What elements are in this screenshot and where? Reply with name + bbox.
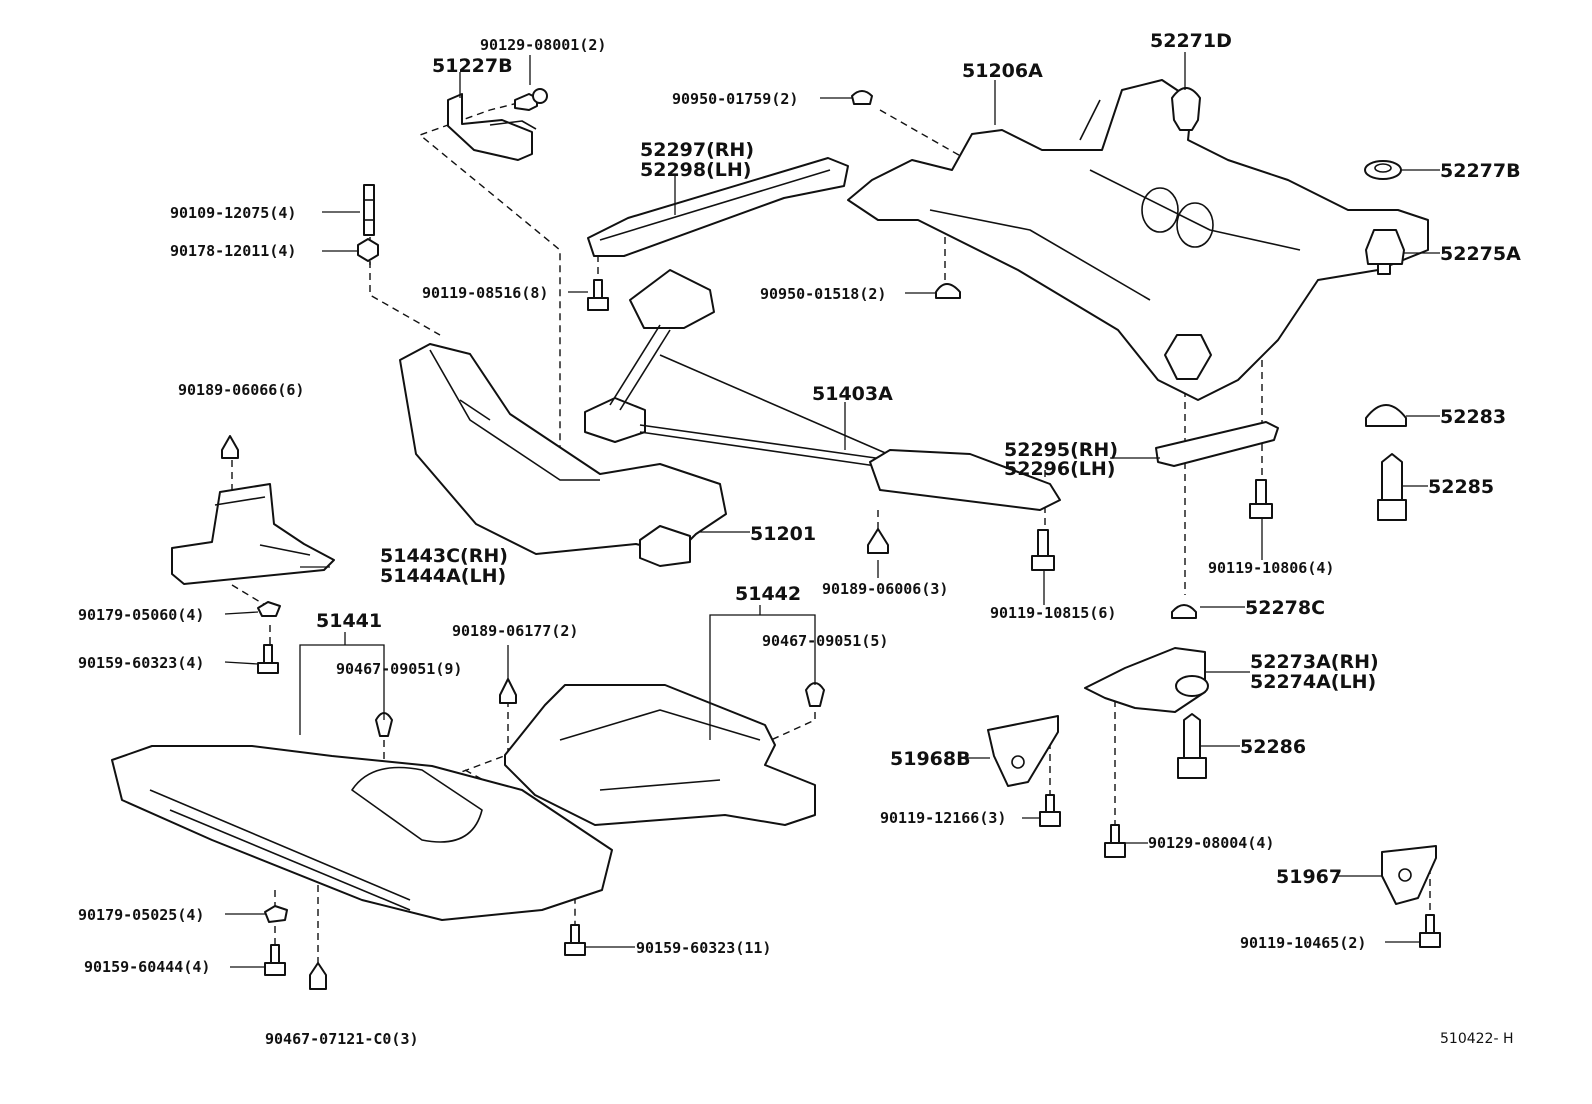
label-90189-06006: 90189-06006(3) xyxy=(822,580,948,598)
clip-90467-09051-b xyxy=(805,682,825,707)
clip-90467-07121 xyxy=(309,962,327,990)
label-90467-07121: 90467-07121-C0(3) xyxy=(265,1030,419,1048)
label-90189-06066: 90189-06066(6) xyxy=(178,381,304,399)
label-52283: 52283 xyxy=(1440,406,1506,428)
cushion-52283 xyxy=(1365,404,1407,427)
label-90119-08516: 90119-08516(8) xyxy=(422,284,548,302)
label-51444A: 51444A(LH) xyxy=(380,565,506,587)
bracket-52273A-52274A xyxy=(1084,647,1209,713)
bolt-52286 xyxy=(1177,713,1207,779)
label-52278C: 52278C xyxy=(1245,597,1325,619)
label-90189-06177: 90189-06177(2) xyxy=(452,622,578,640)
stopper-52271D xyxy=(1171,87,1201,131)
clip-90189-06177 xyxy=(499,678,517,704)
member-51403A xyxy=(584,269,1061,511)
bolt-90129-08001 xyxy=(514,88,548,111)
bolt-90119-10815 xyxy=(1031,529,1055,571)
cap-90950-01759 xyxy=(851,90,873,105)
washer-52278C xyxy=(1171,604,1197,619)
leader-lines xyxy=(224,52,1440,968)
label-52286: 52286 xyxy=(1240,736,1306,758)
label-90119-10806: 90119-10806(4) xyxy=(1208,559,1334,577)
label-51443C: 51443C(RH) xyxy=(380,545,508,567)
clip-90189-06006 xyxy=(867,528,889,554)
label-90467-09051-9: 90467-09051(9) xyxy=(336,660,462,678)
part-labels: 90129-08001(2) 51227B 90109-12075(4) 901… xyxy=(78,30,1521,1048)
bolt-90159-60444 xyxy=(264,944,286,976)
washer-52277B xyxy=(1364,160,1402,180)
under-cover-51442 xyxy=(504,684,816,826)
label-90129-08001: 90129-08001(2) xyxy=(480,36,606,54)
label-51968B: 51968B xyxy=(890,748,971,770)
label-90119-10465: 90119-10465(2) xyxy=(1240,934,1366,952)
nut-90178-12011 xyxy=(357,238,379,262)
subframe-51206A xyxy=(847,79,1429,401)
stud-90109-12075 xyxy=(363,184,375,236)
label-90159-60323-a: 90159-60323(4) xyxy=(78,654,204,672)
bracket-51967 xyxy=(1381,845,1437,905)
clip-90189-06066 xyxy=(221,435,239,459)
label-51403A: 51403A xyxy=(812,383,893,405)
clip-90467-09051-a xyxy=(375,712,393,737)
label-52271D: 52271D xyxy=(1150,30,1232,52)
label-51201: 51201 xyxy=(750,523,816,545)
label-51967: 51967 xyxy=(1276,866,1342,888)
label-52295: 52295(RH) xyxy=(1004,439,1118,461)
cover-51443C-51444A xyxy=(171,483,335,585)
brace-52295-52296 xyxy=(1155,421,1279,467)
cap-90950-01518 xyxy=(935,283,961,299)
brace-52297-52298 xyxy=(587,157,849,257)
bolt-52285 xyxy=(1377,453,1407,521)
label-51227B: 51227B xyxy=(432,55,513,77)
label-90179-05060: 90179-05060(4) xyxy=(78,606,204,624)
bush-52275A xyxy=(1365,229,1405,275)
label-51442: 51442 xyxy=(735,583,801,605)
bolt-90119-10465 xyxy=(1419,914,1441,948)
crossmember-51201 xyxy=(399,343,727,567)
bracket-51227B xyxy=(447,93,537,161)
label-52297: 52297(RH) xyxy=(640,139,754,161)
label-51441: 51441 xyxy=(316,610,382,632)
label-52277B: 52277B xyxy=(1440,160,1521,182)
label-90159-60444: 90159-60444(4) xyxy=(84,958,210,976)
under-cover-51441 xyxy=(111,745,613,921)
bolt-90129-08004 xyxy=(1104,824,1126,858)
bolt-90159-60323-b xyxy=(564,924,586,956)
label-90119-10815: 90119-10815(6) xyxy=(990,604,1116,622)
label-90159-60323-b: 90159-60323(11) xyxy=(636,939,771,957)
label-52298: 52298(LH) xyxy=(640,159,751,181)
nut-90179-05025 xyxy=(264,905,288,923)
label-90129-08004: 90129-08004(4) xyxy=(1148,834,1274,852)
bolt-90119-08516 xyxy=(587,279,609,311)
label-52296: 52296(LH) xyxy=(1004,458,1115,480)
label-90178-12011: 90178-12011(4) xyxy=(170,242,296,260)
label-90109-12075: 90109-12075(4) xyxy=(170,204,296,222)
label-52273A: 52273A(RH) xyxy=(1250,651,1379,673)
label-90179-05025: 90179-05025(4) xyxy=(78,906,204,924)
nut-90179-05060 xyxy=(257,601,281,617)
label-52275A: 52275A xyxy=(1440,243,1521,265)
bolt-90119-12166 xyxy=(1039,794,1061,827)
bolt-90119-10806 xyxy=(1249,479,1273,519)
label-90950-01518: 90950-01518(2) xyxy=(760,285,886,303)
label-90467-09051-5: 90467-09051(5) xyxy=(762,632,888,650)
diagram-id: 510422- H xyxy=(1440,1031,1513,1047)
label-90119-12166: 90119-12166(3) xyxy=(880,809,1006,827)
bolt-90159-60323-a xyxy=(257,644,279,674)
label-90950-01759: 90950-01759(2) xyxy=(672,90,798,108)
label-51206A: 51206A xyxy=(962,60,1043,82)
bracket-51968B xyxy=(987,715,1059,787)
label-52274A: 52274A(LH) xyxy=(1250,671,1376,693)
label-52285: 52285 xyxy=(1428,476,1494,498)
